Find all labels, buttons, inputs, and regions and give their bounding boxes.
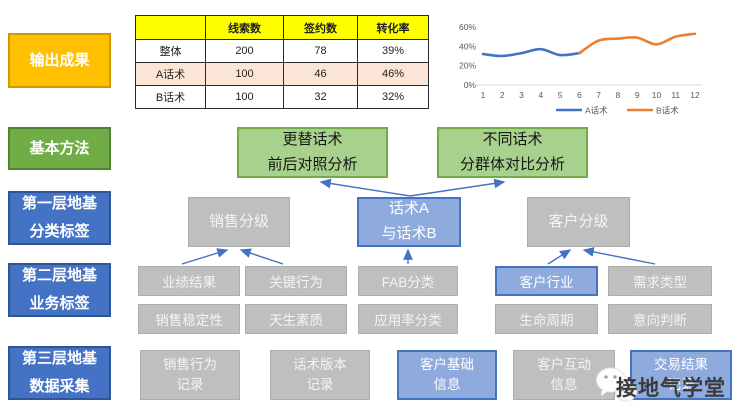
method-box-before-after: 更替话术 前后对照分析 [237,127,388,178]
watermark-text: 接地气学堂 [616,377,726,400]
chart-series-A话术 [481,47,581,58]
layer3-box-script-version-log: 话术版本 记录 [270,350,370,400]
table-cell: 39% [357,39,429,63]
chart-xtick-label: 10 [652,90,662,100]
chart-legend-label: B话术 [656,105,679,115]
table-cell: B话术 [135,85,206,109]
chart-xtick-label: 3 [519,90,524,100]
table-cell: 78 [283,39,358,63]
chart-xtick-label: 4 [538,90,543,100]
chart-series-B话术 [578,32,697,55]
layer2-box-customer-industry: 客户行业 [495,266,598,296]
sidebar-label-layer2: 第二层地基 业务标签 [8,263,111,317]
arrow-scriptAB-to-group-compare [409,178,506,197]
layer2-box-performance: 业绩结果 [138,266,240,296]
layer2-box-lifecycle: 生命周期 [495,304,598,334]
table-cell: 100 [205,62,284,86]
sidebar-label-layer1: 第一层地基 分类标签 [8,191,111,245]
chart-ytick-label: 60% [459,22,476,32]
method-box-group-compare: 不同话术 分群体对比分析 [437,127,588,178]
sidebar-label-layer3: 第三层地基 数据采集 [8,346,111,400]
arrow-behavior-to-sales-grade [239,248,284,265]
layer2-box-intent-judge: 意向判断 [608,304,712,334]
layer1-box-script-a-vs-b: 话术A 与话术B [357,197,461,247]
chart-xtick-label: 11 [671,90,680,100]
table-cell: 32% [357,85,429,109]
chart-xtick-label: 12 [690,90,700,100]
table-cell: 32 [283,85,358,109]
chart-xtick-label: 8 [616,90,621,100]
chart-xtick-label: 7 [596,90,601,100]
layer1-box-sales-grade: 销售分级 [188,197,290,247]
layer2-box-demand-type: 需求类型 [608,266,712,296]
table-header-cell [135,15,206,40]
layer3-box-deal-result-log: 交易结果 记录 [630,350,732,400]
sidebar-label-method: 基本方法 [8,127,111,170]
chart-ytick-label: 40% [459,41,476,51]
layer2-box-fab-category: FAB分类 [358,266,458,296]
chart-xtick-label: 6 [577,90,582,100]
chart-ytick-label: 0% [464,80,477,90]
chart-xtick-label: 9 [635,90,640,100]
table-cell: A话术 [135,62,206,86]
table-cell: 46 [283,62,358,86]
chart-xtick-label: 5 [558,90,563,100]
table-cell: 200 [205,39,284,63]
chart-xtick-label: 2 [500,90,505,100]
arrow-scriptAB-to-before-after [319,178,411,197]
chart-legend-label: A话术 [585,105,608,115]
layer2-box-innate-quality: 天生素质 [245,304,347,334]
table-header-cell: 线索数 [205,15,284,40]
table-header-cell: 转化率 [357,15,429,40]
layer3-box-sales-behavior-log: 销售行为 记录 [140,350,240,400]
layer2-box-key-behavior: 关键行为 [245,266,347,296]
table-cell: 100 [205,85,284,109]
arrow-performance-to-sales-grade [181,248,229,265]
layer1-box-customer-grade: 客户分级 [527,197,630,247]
layer2-box-sales-stability: 销售稳定性 [138,304,240,334]
arrow-industry-to-customer-grade [547,249,572,265]
table-cell: 46% [357,62,429,86]
wechat-icon [596,367,637,404]
chart-ytick-label: 20% [459,61,476,71]
chart-xtick-label: 1 [481,90,486,100]
sidebar-label-output: 输出成果 [8,33,111,88]
layer3-box-customer-basic-info: 客户基础 信息 [397,350,497,400]
arrow-demand-to-customer-grade [582,247,656,265]
layer2-box-usage-rate: 应用率分类 [358,304,458,334]
table-header-cell: 签约数 [283,15,358,40]
table-cell: 整体 [135,39,206,63]
